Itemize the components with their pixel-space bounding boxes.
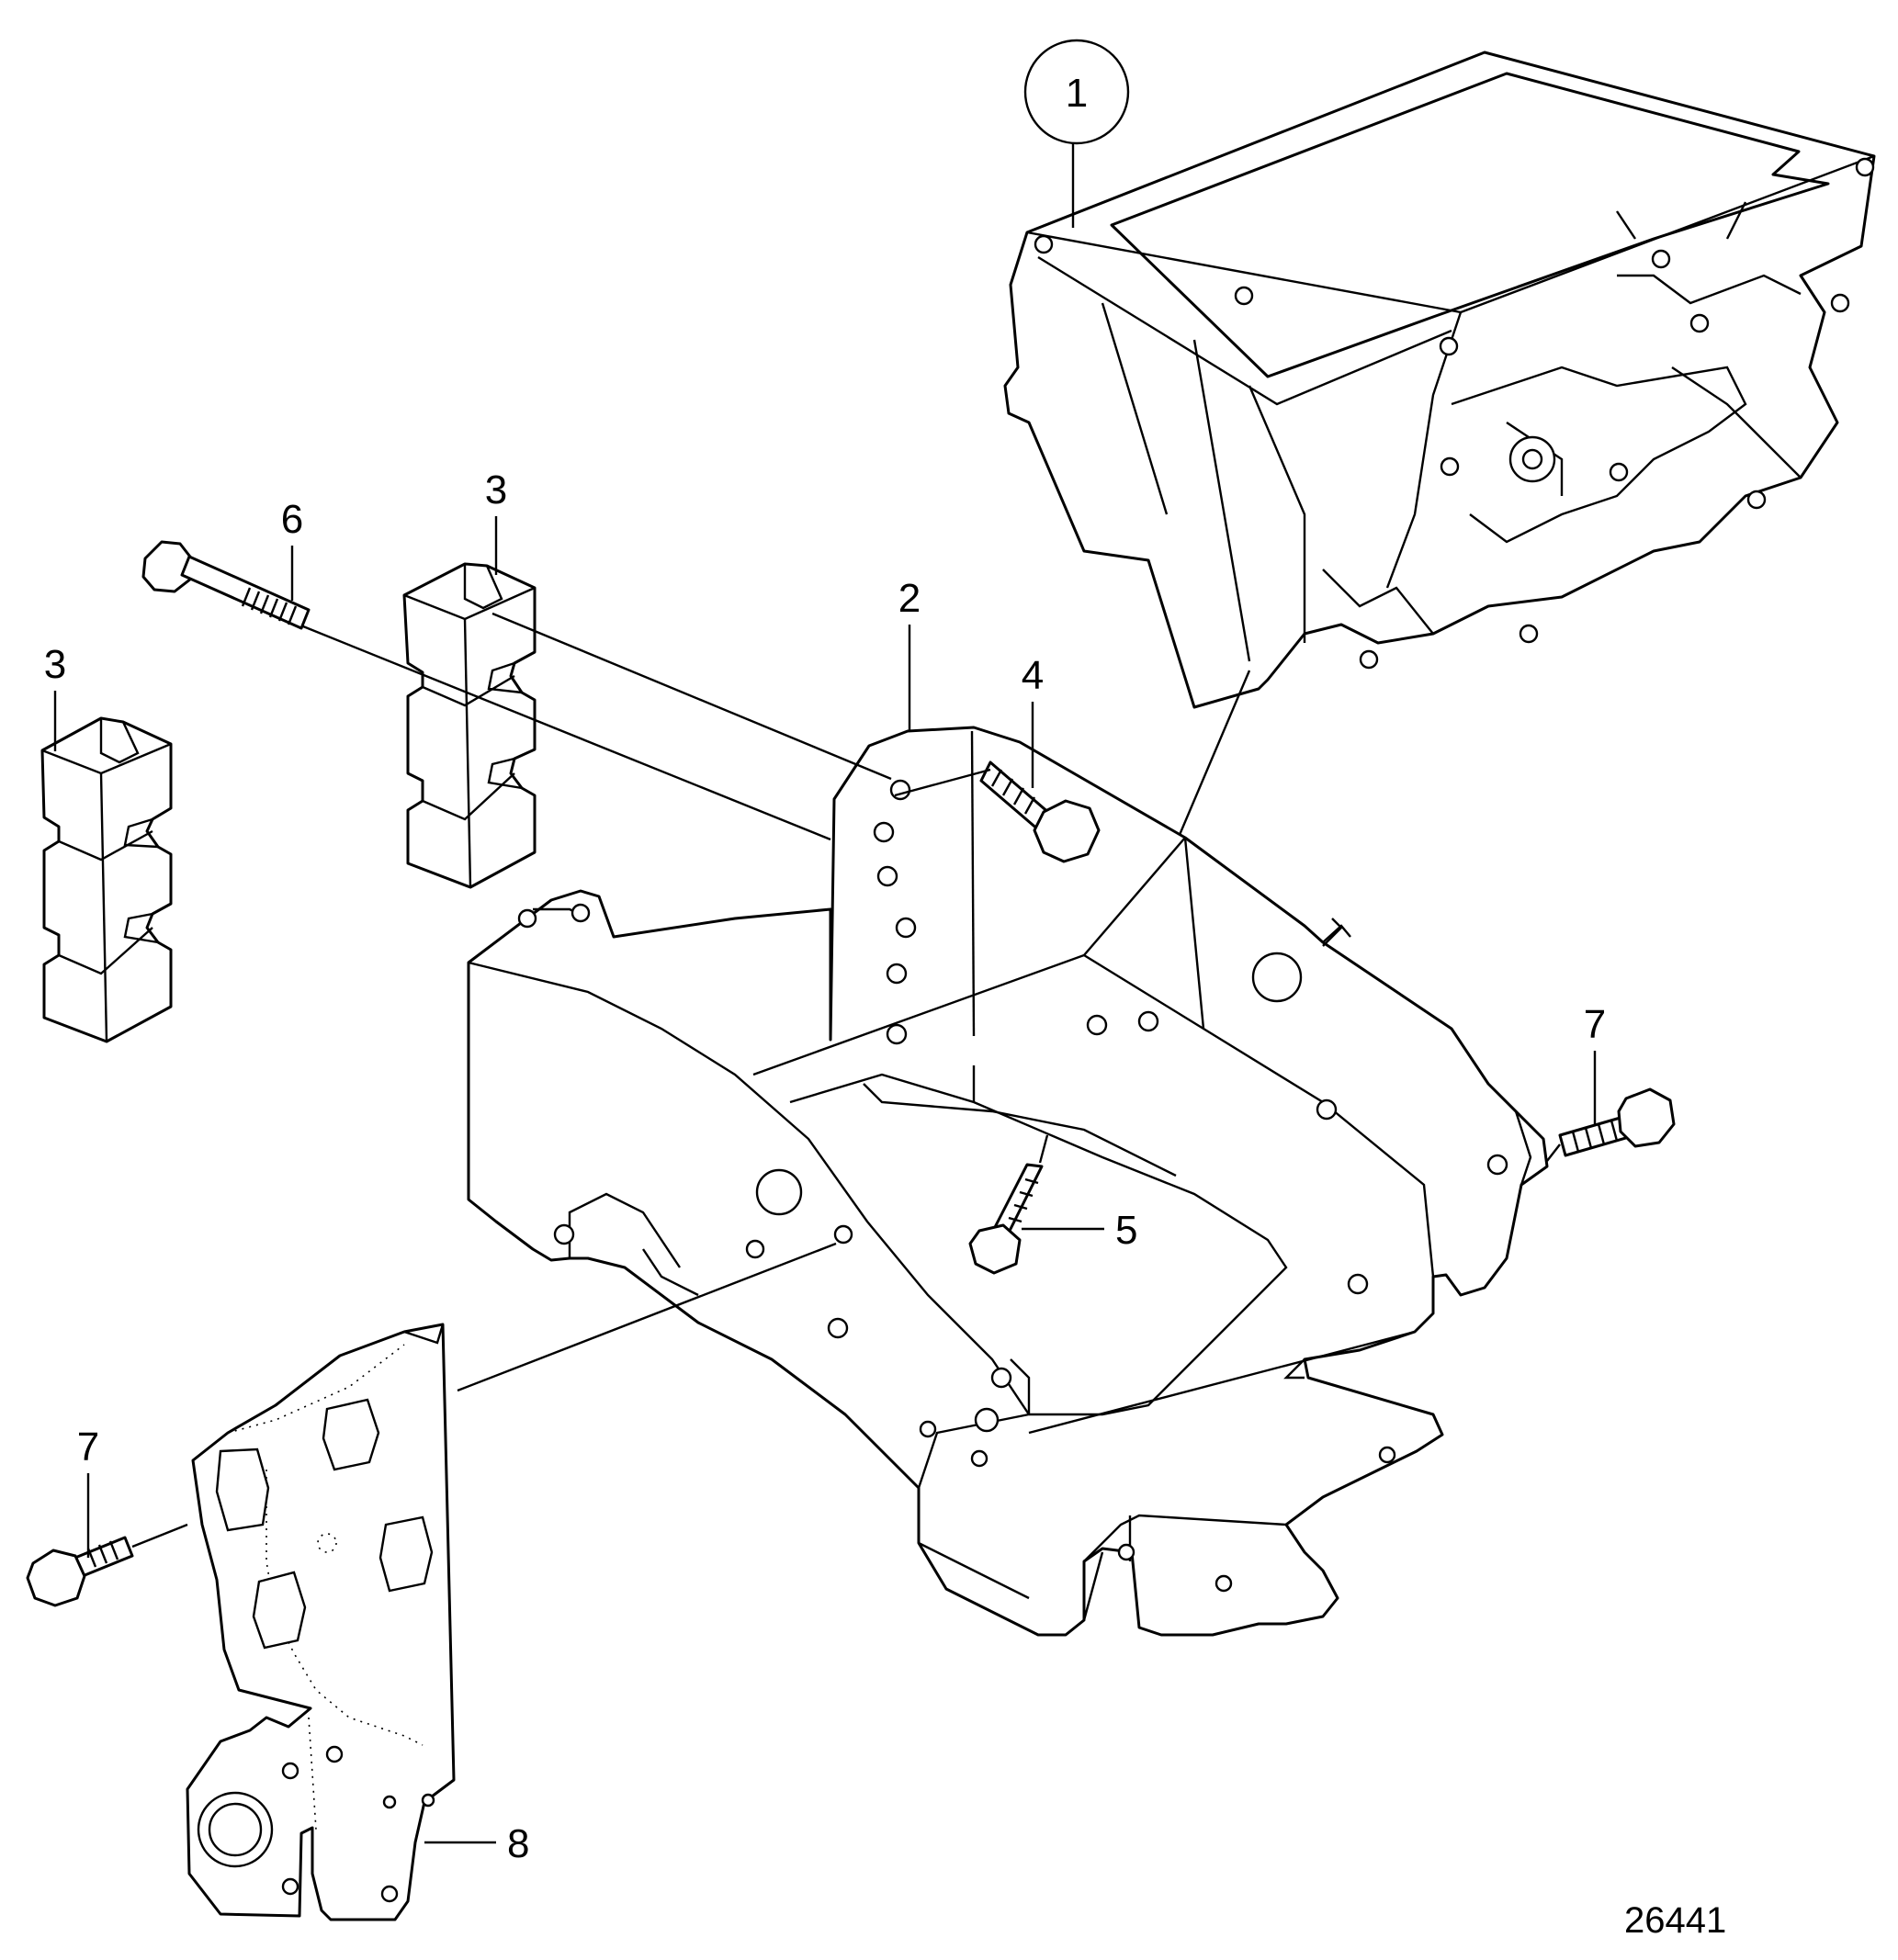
- callout-6-label: 6: [281, 497, 303, 542]
- callout-3-center-label: 3: [485, 467, 507, 513]
- callout-8-label: 8: [507, 1821, 529, 1866]
- side-plate: [186, 1323, 456, 1921]
- callout-2: 2: [898, 576, 921, 731]
- callout-5-label: 5: [1115, 1208, 1137, 1253]
- callout-7-left: 7: [77, 1425, 99, 1558]
- bolt-7-left: [26, 1536, 134, 1607]
- callout-1-label: 1: [1066, 71, 1088, 116]
- clamp-block-left: [40, 716, 173, 1043]
- callout-5: 5: [1022, 1208, 1137, 1253]
- callout-3-left: 3: [44, 642, 66, 751]
- callout-7-left-label: 7: [77, 1425, 99, 1470]
- long-bolt: [141, 540, 311, 630]
- callout-7-right-label: 7: [1584, 1002, 1606, 1047]
- reference-number: 26441: [1624, 1900, 1726, 1941]
- callout-7-right: 7: [1584, 1002, 1606, 1126]
- mounting-bracket: [467, 726, 1549, 1637]
- control-unit: [1003, 51, 1876, 709]
- callout-1: 1: [1023, 39, 1130, 228]
- clamp-block-center: [402, 562, 537, 889]
- callout-1-circle: [1023, 39, 1130, 145]
- bolt-5: [968, 1163, 1044, 1275]
- bolt-7-right: [1558, 1087, 1676, 1157]
- callout-2-label: 2: [898, 576, 921, 621]
- callout-8: 8: [424, 1821, 529, 1866]
- bolt-4: [979, 760, 1101, 863]
- callout-4: 4: [1022, 653, 1044, 788]
- callout-3-left-label: 3: [44, 642, 66, 687]
- callout-6: 6: [281, 497, 303, 601]
- callout-3-center: 3: [485, 467, 507, 575]
- callout-4-label: 4: [1022, 653, 1044, 698]
